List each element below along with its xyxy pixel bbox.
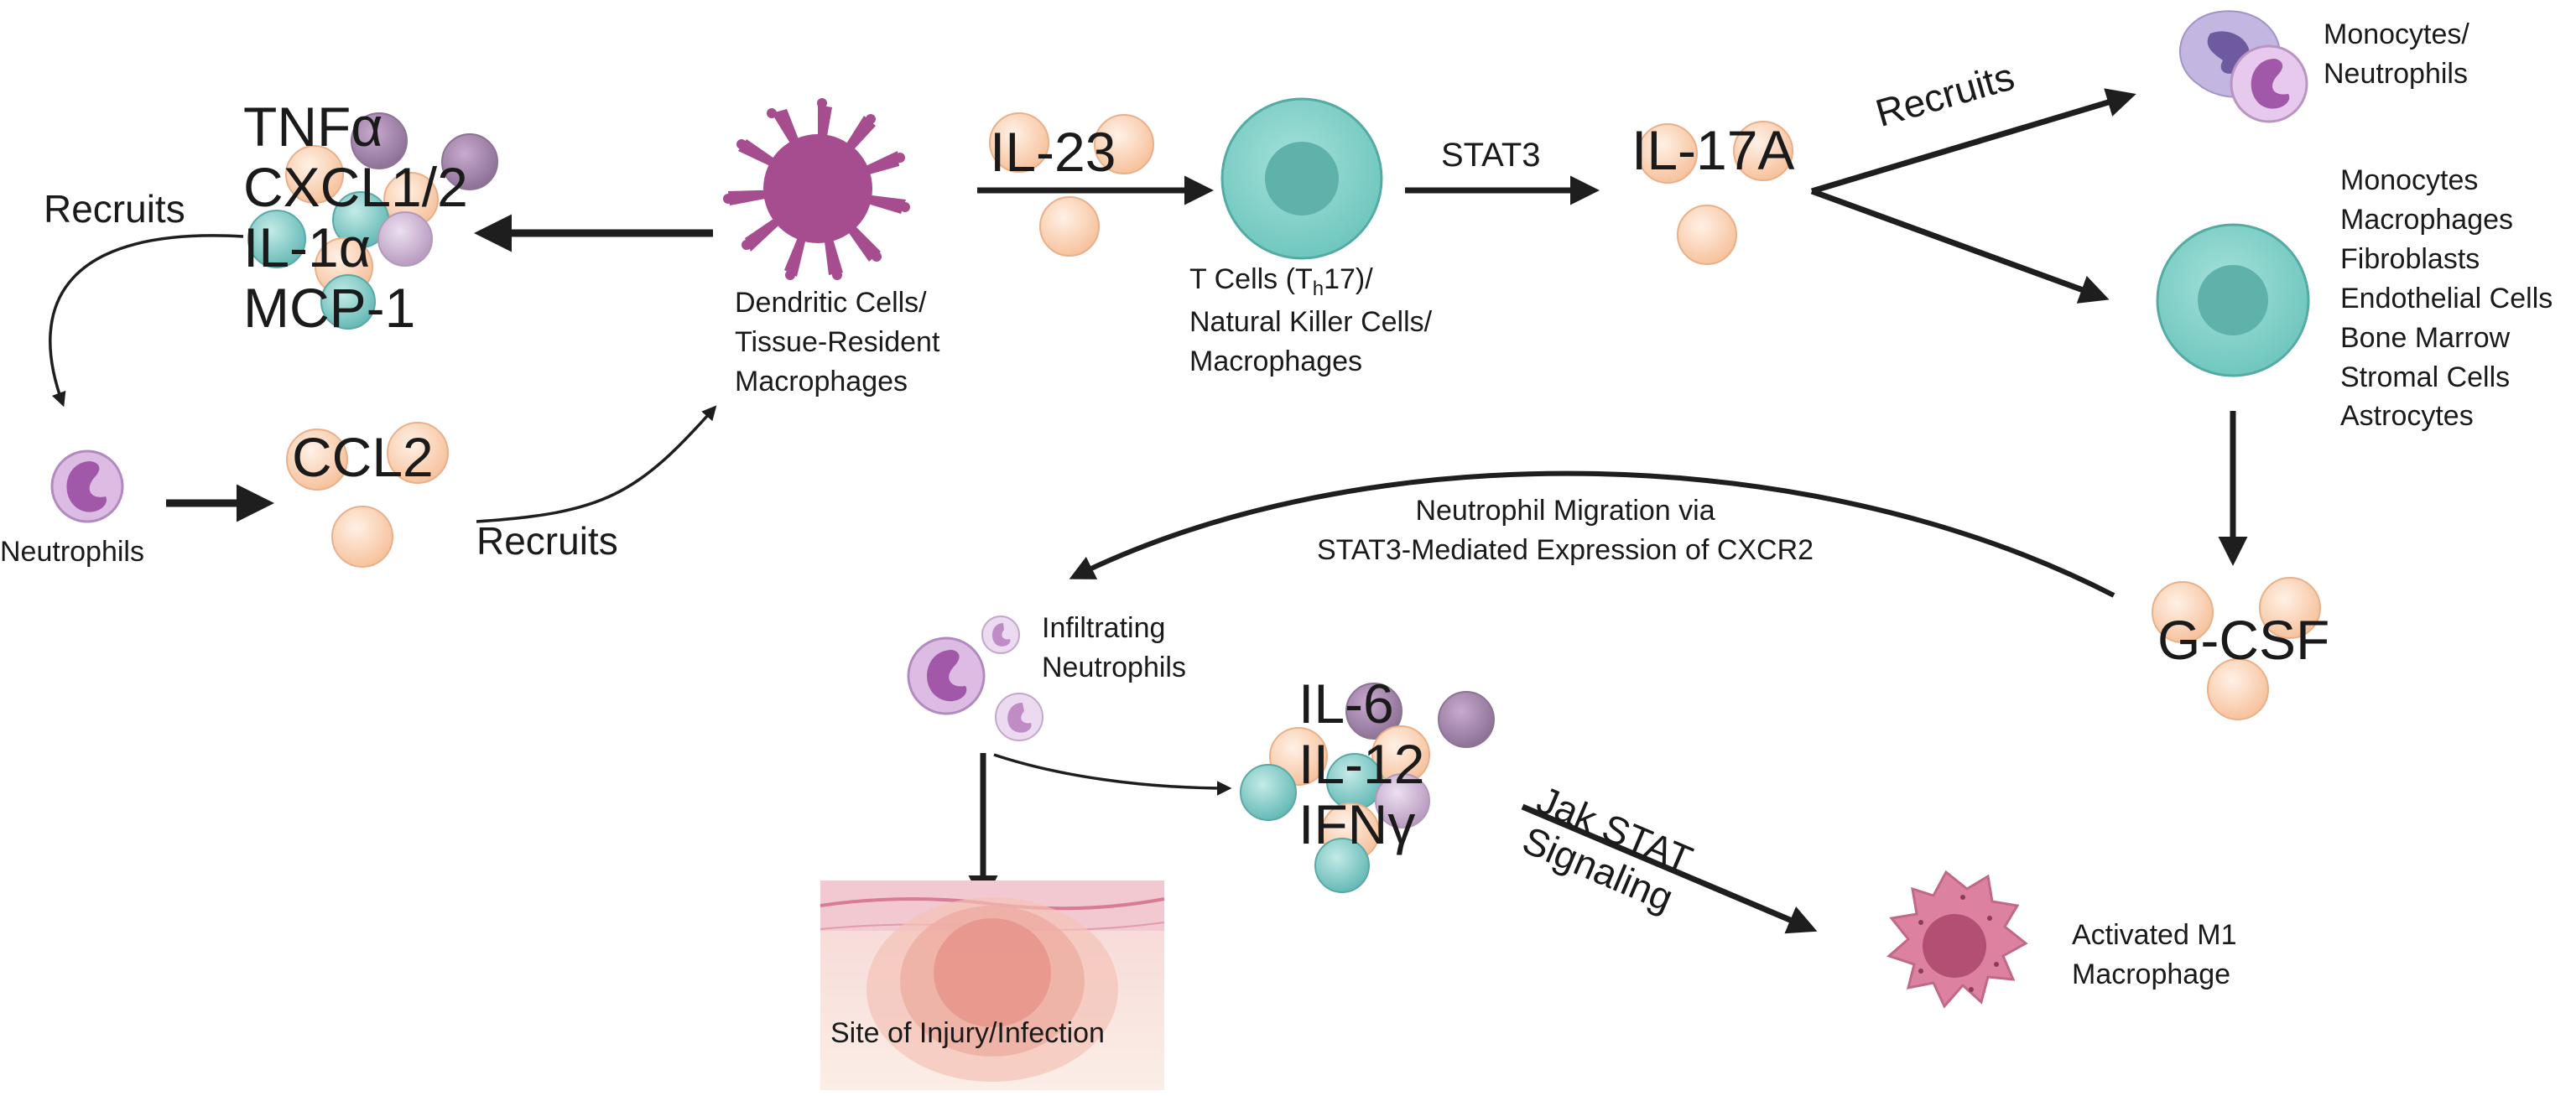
- infiltrating-label-line1: Infiltrating: [1042, 612, 1166, 644]
- m1-label: Activated M1 Macrophage: [2072, 916, 2237, 995]
- target-cell-item: Astrocytes: [2340, 400, 2474, 433]
- target-cell-item: Monocytes: [2340, 164, 2479, 196]
- cytokine-label-tnfa: TNFα: [243, 96, 383, 158]
- mono-neut-label-line1: Monocytes/: [2324, 18, 2469, 50]
- tcells-label-line3: Macrophages: [1189, 345, 1363, 377]
- cytokine-label-il12: IL-12: [1298, 733, 1425, 795]
- ccl2-label: CCL2: [292, 426, 434, 488]
- mono-neut-label-line2: Neutrophils: [2324, 57, 2468, 90]
- cytokine-label-il1a: IL-1α: [243, 216, 371, 278]
- migration-arrow: [1069, 470, 2115, 598]
- target-cell-item: Stromal Cells: [2340, 361, 2511, 393]
- migration-label-line2: STAT3-Mediated Expression of CXCR2: [1317, 533, 1814, 566]
- neutrophils-label-left: Neutrophils: [0, 536, 144, 568]
- mono-neut-label: Monocytes/ Neutrophils: [2324, 15, 2469, 94]
- recruits-arrow-right-lower: [1810, 188, 2110, 304]
- cytokine-cluster-left: [247, 112, 498, 330]
- infiltrating-label: Infiltrating Neutrophils: [1042, 609, 1186, 688]
- target-cell-item: Macrophages: [2340, 203, 2514, 236]
- tcells-label-suffix: 17)/: [1324, 263, 1373, 295]
- jak-stat-arrow: [1521, 803, 1818, 934]
- tcells-label-prefix: T Cells (T: [1189, 263, 1313, 295]
- recruits-arrow-bottom: [476, 405, 717, 523]
- migration-label-line1: Neutrophil Migration via: [1415, 495, 1715, 527]
- cytokine-label-mcp1: MCP-1: [243, 277, 416, 339]
- recruits-arrow-left: [49, 234, 244, 408]
- injury-site-icon: [820, 880, 1165, 1090]
- injury-site-label: Site of Injury/Infection: [830, 1017, 1105, 1049]
- tcells-label-sub: h: [1312, 277, 1324, 300]
- t-cell-icon: [1220, 97, 1383, 260]
- cytokine-label-cxcl: CXCL1/2: [243, 156, 468, 218]
- il17a-cluster: [1637, 121, 1793, 265]
- infiltrating-label-line2: Neutrophils: [1042, 651, 1186, 683]
- dendritic-cell-icon: [723, 98, 910, 280]
- target-cell-item: Bone Marrow: [2340, 321, 2511, 354]
- cytokine-label-ifng: IFNγ: [1298, 793, 1416, 855]
- cytokine-label-il6: IL-6: [1298, 673, 1394, 735]
- target-cell-item: Fibroblasts: [2340, 242, 2480, 275]
- dendritic-label-line1: Dendritic Cells/: [735, 287, 927, 319]
- dendritic-label-line3: Macrophages: [735, 365, 908, 397]
- neutrophil-left-icon: [50, 449, 124, 523]
- stat3-label: STAT3: [1441, 137, 1541, 174]
- m1-label-line1: Activated M1: [2072, 919, 2237, 951]
- ccl2-cluster: [286, 422, 449, 568]
- tcells-label-line1: T Cells (Th17)/: [1189, 260, 1432, 303]
- recruits-label-bottom: Recruits: [476, 519, 618, 563]
- target-cell-icon: [2156, 223, 2310, 377]
- tcells-label: T Cells (Th17)/ Natural Killer Cells/ Ma…: [1189, 260, 1432, 382]
- target-cells-list: Monocytes Macrophages Fibroblasts Endoth…: [2340, 161, 2553, 436]
- cytokine-cluster-bottom: [1240, 683, 1495, 893]
- infiltrating-neutrophils-icon: [907, 616, 1043, 741]
- dendritic-label: Dendritic Cells/ Tissue-Resident Macroph…: [735, 283, 939, 402]
- dendritic-label-line2: Tissue-Resident: [735, 325, 940, 358]
- il17a-label: IL-17A: [1631, 119, 1795, 181]
- il23-cluster: [989, 112, 1154, 257]
- gcsf-cluster: [2152, 577, 2321, 720]
- m1-macrophage-icon: [1886, 870, 2028, 1009]
- m1-label-line2: Macrophage: [2072, 958, 2231, 990]
- il23-label: IL-23: [990, 121, 1116, 183]
- target-cell-item: Endothelial Cells: [2340, 282, 2553, 314]
- recruits-label-left: Recruits: [44, 187, 185, 231]
- monocyte-neutrophil-icon: [2178, 10, 2308, 123]
- recruits-arrow-right-upper: [1810, 88, 2136, 195]
- migration-label: Neutrophil Migration via STAT3-Mediated …: [1317, 491, 1814, 570]
- to-il6-arrow: [993, 753, 1232, 796]
- gcsf-label: G-CSF: [2157, 609, 2330, 671]
- tcells-label-line2: Natural Killer Cells/: [1189, 305, 1433, 338]
